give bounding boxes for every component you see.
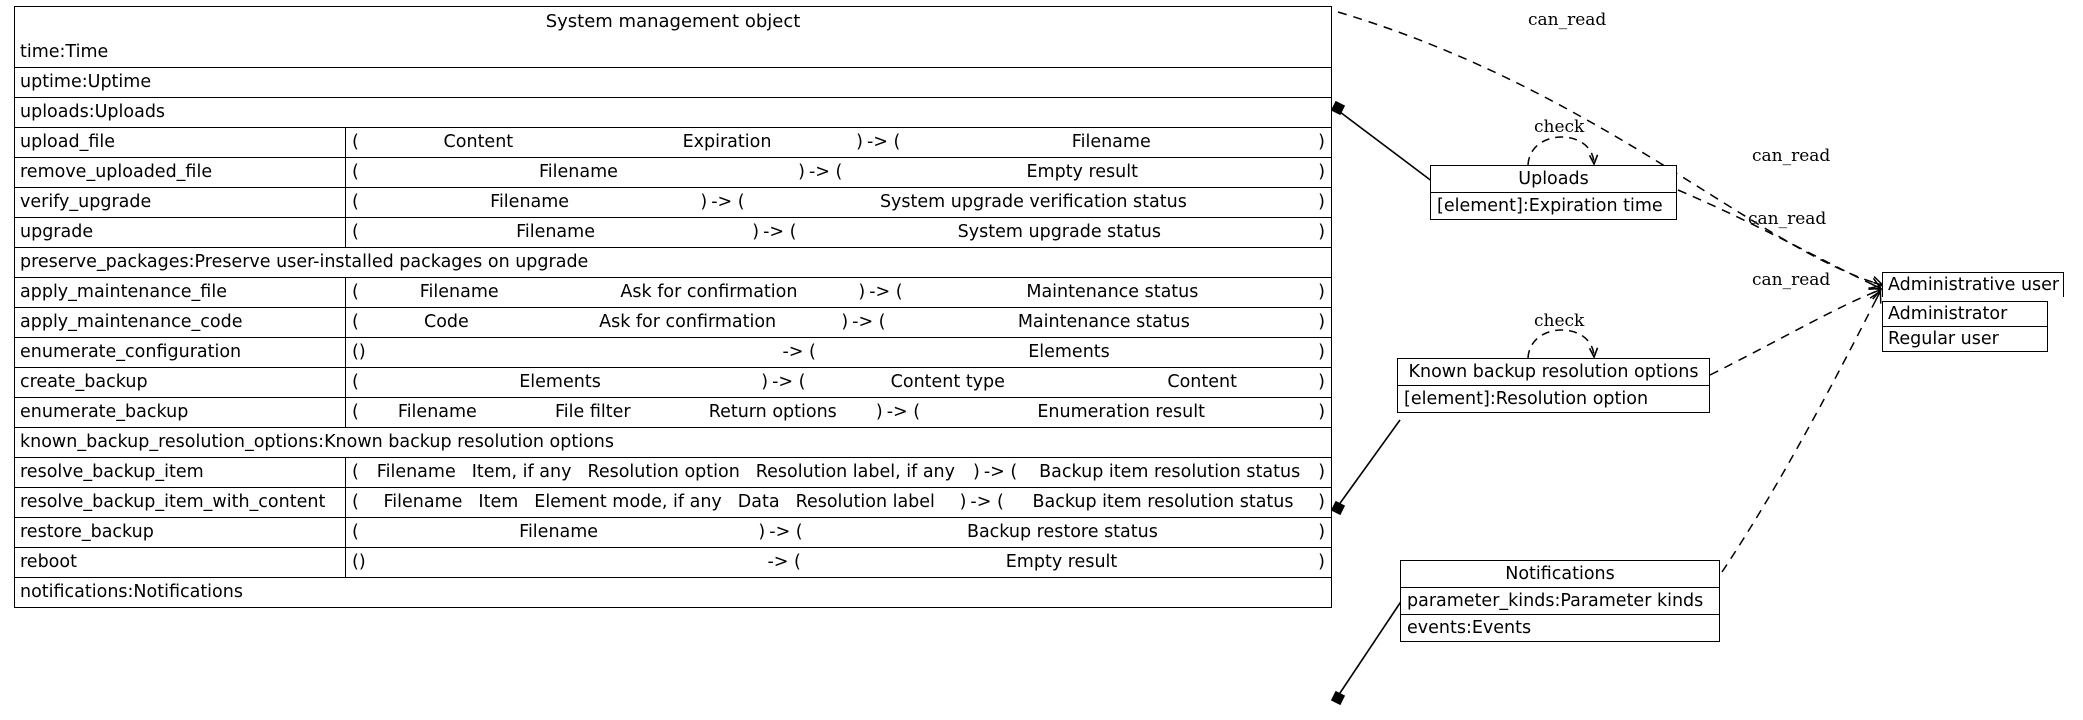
class-attribute: [element]:Expiration time [1437, 196, 1663, 216]
class-attribute: [element]:Resolution option [1404, 389, 1649, 409]
operation-signature: (Filename)-> (Empty result) [345, 158, 1331, 187]
class-title: Notifications [1401, 561, 1719, 588]
class-attribute-row: notifications:Notifications [15, 577, 1331, 607]
class-operation-row: verify_upgrade (Filename)-> (System upgra… [15, 187, 1331, 217]
edge-label-can-read: can_read [1748, 209, 1827, 229]
attribute-name: known_backup_resolution_options:Known ba… [20, 432, 615, 452]
edge-label-can-read: can_read [1528, 10, 1607, 30]
edge-check-uploads [1527, 136, 1599, 166]
operation-name: apply_maintenance_file [20, 282, 227, 302]
page-title: System management object [545, 11, 801, 32]
class-administrative-user: Administrative user [1882, 272, 2065, 297]
class-operation-row: reboot ()-> (Empty result) [15, 547, 1331, 577]
edge-can-read-kbro [1709, 287, 1883, 376]
operation-signature: (Filename)-> (Backup restore status) [345, 518, 1331, 547]
class-title: Known backup resolution options [1398, 359, 1709, 386]
attribute-name: notifications:Notifications [20, 582, 243, 602]
edge-check-kbro [1527, 329, 1599, 359]
class-operation-row: remove_uploaded_file (Filename)-> (Empty … [15, 157, 1331, 187]
operation-signature: ()-> (Elements) [345, 338, 1331, 367]
class-attribute-row: time:Time [15, 38, 1331, 67]
class-attribute-row: uptime:Uptime [15, 67, 1331, 97]
operation-name: apply_maintenance_code [20, 312, 243, 332]
class-title: Administrative user [1888, 275, 2060, 295]
operation-signature: (Filename)-> (System upgrade status) [345, 218, 1331, 247]
class-title-row: System management object [15, 7, 1331, 38]
class-notifications: Notifications parameter_kinds:Parameter … [1400, 560, 1720, 642]
attribute-name: uptime:Uptime [20, 72, 152, 92]
operation-name: create_backup [20, 372, 148, 392]
attribute-name: uploads:Uploads [20, 102, 166, 122]
class-system-management-object: System management object time:Time uptime… [14, 6, 1332, 608]
class-known-backup-resolution-options: Known backup resolution options [element… [1397, 358, 1710, 413]
class-attribute-row: uploads:Uploads [15, 97, 1331, 127]
class-enum-value: Administrator [1883, 302, 2047, 327]
operation-name: reboot [20, 552, 77, 572]
operation-name: resolve_backup_item_with_content [20, 492, 326, 512]
class-administrative-user-roles: Administrator Regular user [1882, 301, 2048, 352]
class-operation-row: enumerate_configuration ()-> (Elements) [15, 337, 1331, 367]
class-enum-value: Regular user [1888, 329, 1999, 349]
edge-label-can-read: can_read [1752, 146, 1831, 166]
class-operation-row: restore_backup (Filename)-> (Backup resto… [15, 517, 1331, 547]
operation-name: remove_uploaded_file [20, 162, 213, 182]
attribute-name: time:Time [20, 42, 109, 62]
composition-uploads [1330, 100, 1434, 183]
operation-name: upgrade [20, 222, 94, 242]
edge-label-check: check [1534, 117, 1585, 137]
composition-known-backup [1330, 419, 1401, 516]
attribute-name: preserve_packages:Preserve user-installe… [20, 252, 589, 272]
edge-can-read-notif [1721, 289, 1882, 573]
edge-label-can-read: can_read [1752, 270, 1831, 290]
operation-name: restore_backup [20, 522, 154, 542]
operation-name: enumerate_configuration [20, 342, 242, 362]
operation-signature: ()-> (Empty result) [345, 548, 1331, 577]
composition-notifications [1330, 599, 1403, 706]
class-uploads: Uploads [element]:Expiration time [1430, 165, 1677, 220]
operation-name: resolve_backup_item [20, 462, 204, 482]
edge-label-check: check [1534, 311, 1585, 331]
class-attribute-row: preserve_packages:Preserve user-installe… [15, 247, 1331, 277]
class-attribute: parameter_kinds:Parameter kinds [1401, 588, 1719, 615]
operation-name: upload_file [20, 132, 116, 152]
class-attribute-row: known_backup_resolution_options:Known ba… [15, 427, 1331, 457]
operation-name: enumerate_backup [20, 402, 189, 422]
class-title: Uploads [1431, 166, 1676, 193]
class-operation-row: upgrade (Filename)-> (System upgrade stat… [15, 217, 1331, 247]
operation-name: verify_upgrade [20, 192, 152, 212]
class-attribute: events:Events [1407, 618, 1532, 638]
class-operation-row: resolve_backup_item_with_content (Filenam… [15, 487, 1331, 517]
operation-signature: (Filename)-> (System upgrade verificatio… [345, 188, 1331, 217]
class-members: time:Time uptime:Uptime uploads:Uploads upl… [15, 38, 1331, 607]
